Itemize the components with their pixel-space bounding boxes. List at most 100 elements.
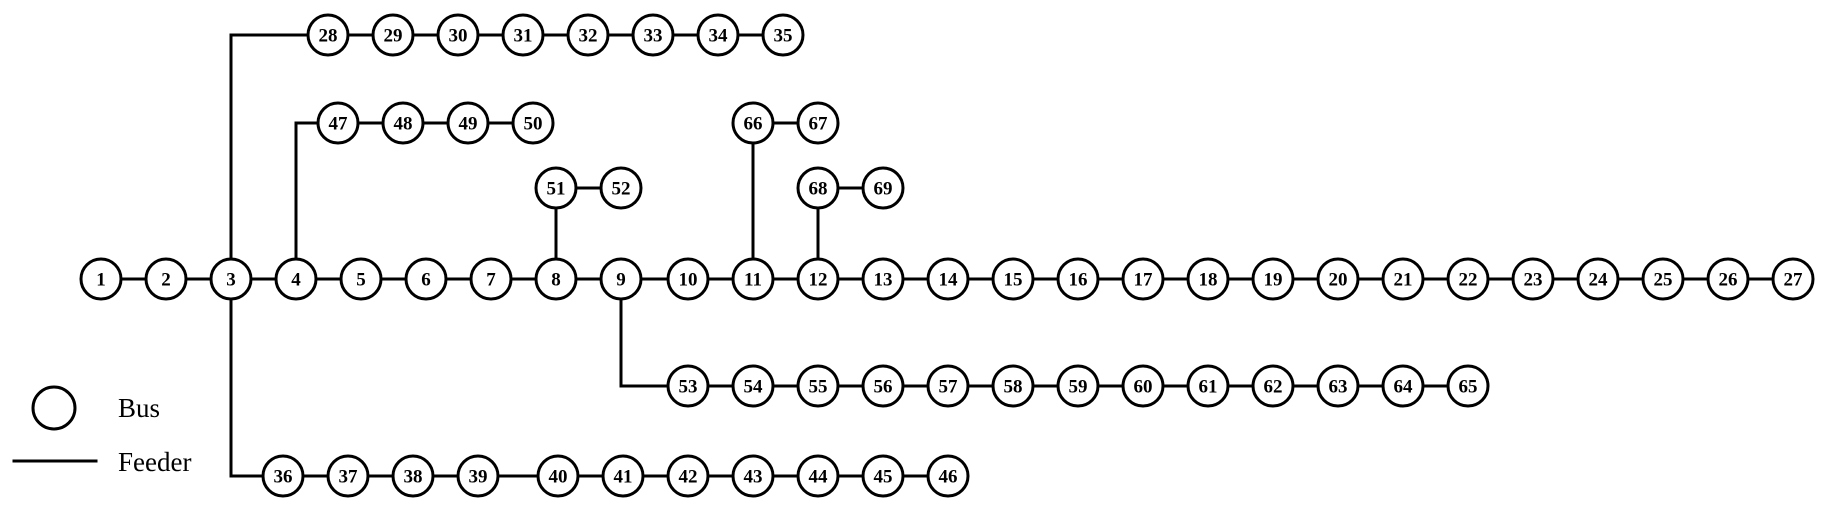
bus-24: 24 <box>1576 257 1620 301</box>
bus-23: 23 <box>1511 257 1555 301</box>
bus-9: 9 <box>599 257 643 301</box>
bus-circle <box>274 257 318 301</box>
bus-54: 54 <box>731 364 775 408</box>
bus-52: 52 <box>599 166 643 210</box>
bus-circle <box>1251 257 1295 301</box>
bus-circle <box>511 101 555 145</box>
bus-circle <box>1381 364 1425 408</box>
bus-11: 11 <box>731 257 775 301</box>
bus-16: 16 <box>1056 257 1100 301</box>
bus-61: 61 <box>1186 364 1230 408</box>
bus-circle <box>1251 364 1295 408</box>
bus-circle <box>731 364 775 408</box>
bus-circle <box>796 454 840 498</box>
bus-circle <box>381 101 425 145</box>
bus-44: 44 <box>796 454 840 498</box>
bus-5: 5 <box>339 257 383 301</box>
bus-label: 6 <box>421 270 431 291</box>
bus-42: 42 <box>666 454 710 498</box>
bus-65: 65 <box>1446 364 1490 408</box>
bus-label: 49 <box>459 114 478 135</box>
feeder-lines <box>99 33 1795 478</box>
bus-41: 41 <box>601 454 645 498</box>
bus-label: 23 <box>1524 270 1543 291</box>
bus-27: 27 <box>1771 257 1815 301</box>
legend-feeder-label: Feeder <box>118 447 191 477</box>
bus-circle <box>1706 257 1750 301</box>
bus-circle <box>666 364 710 408</box>
bus-circle <box>144 257 188 301</box>
bus-label: 22 <box>1459 270 1478 291</box>
bus-label: 50 <box>524 114 543 135</box>
bus-circle <box>1446 257 1490 301</box>
bus-label: 25 <box>1654 270 1673 291</box>
bus-circle <box>1771 257 1815 301</box>
bus-label: 37 <box>339 467 359 488</box>
bus-circle <box>796 166 840 210</box>
bus-48: 48 <box>381 101 425 145</box>
bus-circle <box>534 257 578 301</box>
bus-62: 62 <box>1251 364 1295 408</box>
bus-label: 9 <box>616 270 626 291</box>
bus-circle <box>599 166 643 210</box>
bus-circle <box>861 364 905 408</box>
bus-21: 21 <box>1381 257 1425 301</box>
bus-label: 44 <box>809 467 829 488</box>
bus-3: 3 <box>209 257 253 301</box>
bus-label: 30 <box>449 26 468 47</box>
bus-circle <box>1186 257 1230 301</box>
bus-label: 31 <box>514 26 533 47</box>
bus-10: 10 <box>666 257 710 301</box>
bus-label: 16 <box>1069 270 1088 291</box>
bus-circle <box>209 257 253 301</box>
bus-circle <box>761 13 805 57</box>
bus-label: 65 <box>1459 377 1478 398</box>
bus-label: 56 <box>874 377 893 398</box>
feeder-3-36 <box>229 277 285 478</box>
bus-68: 68 <box>796 166 840 210</box>
bus-43: 43 <box>731 454 775 498</box>
legend-bus-label: Bus <box>118 393 160 423</box>
bus-37: 37 <box>326 454 370 498</box>
bus-28: 28 <box>306 13 350 57</box>
bus-circle <box>666 454 710 498</box>
bus-label: 2 <box>161 270 171 291</box>
bus-circle <box>79 257 123 301</box>
bus-circle <box>1056 364 1100 408</box>
bus-label: 69 <box>874 179 893 200</box>
bus-label: 33 <box>644 26 663 47</box>
bus-label: 67 <box>809 114 829 135</box>
bus-circle <box>456 454 500 498</box>
bus-circle <box>861 166 905 210</box>
bus-circle <box>536 454 580 498</box>
bus-36: 36 <box>261 454 305 498</box>
bus-label: 17 <box>1134 270 1154 291</box>
bus-39: 39 <box>456 454 500 498</box>
bus-51: 51 <box>534 166 578 210</box>
bus-label: 55 <box>809 377 828 398</box>
bus-circle <box>1121 257 1165 301</box>
bus-circle <box>861 257 905 301</box>
bus-circle <box>731 454 775 498</box>
bus-55: 55 <box>796 364 840 408</box>
bus-circle <box>339 257 383 301</box>
bus-circle <box>1316 257 1360 301</box>
bus-34: 34 <box>696 13 740 57</box>
bus-label: 12 <box>809 270 828 291</box>
bus-label: 41 <box>614 467 633 488</box>
bus-8: 8 <box>534 257 578 301</box>
bus-label: 39 <box>469 467 488 488</box>
bus-circle <box>534 166 578 210</box>
bus-47: 47 <box>316 101 360 145</box>
bus-69: 69 <box>861 166 905 210</box>
bus-25: 25 <box>1641 257 1685 301</box>
bus-circle <box>731 101 775 145</box>
bus-label: 61 <box>1199 377 1218 398</box>
bus-circle <box>926 364 970 408</box>
bus-4: 4 <box>274 257 318 301</box>
bus-circle <box>1381 257 1425 301</box>
bus-label: 34 <box>709 26 729 47</box>
bus-circle <box>991 257 1035 301</box>
bus-26: 26 <box>1706 257 1750 301</box>
